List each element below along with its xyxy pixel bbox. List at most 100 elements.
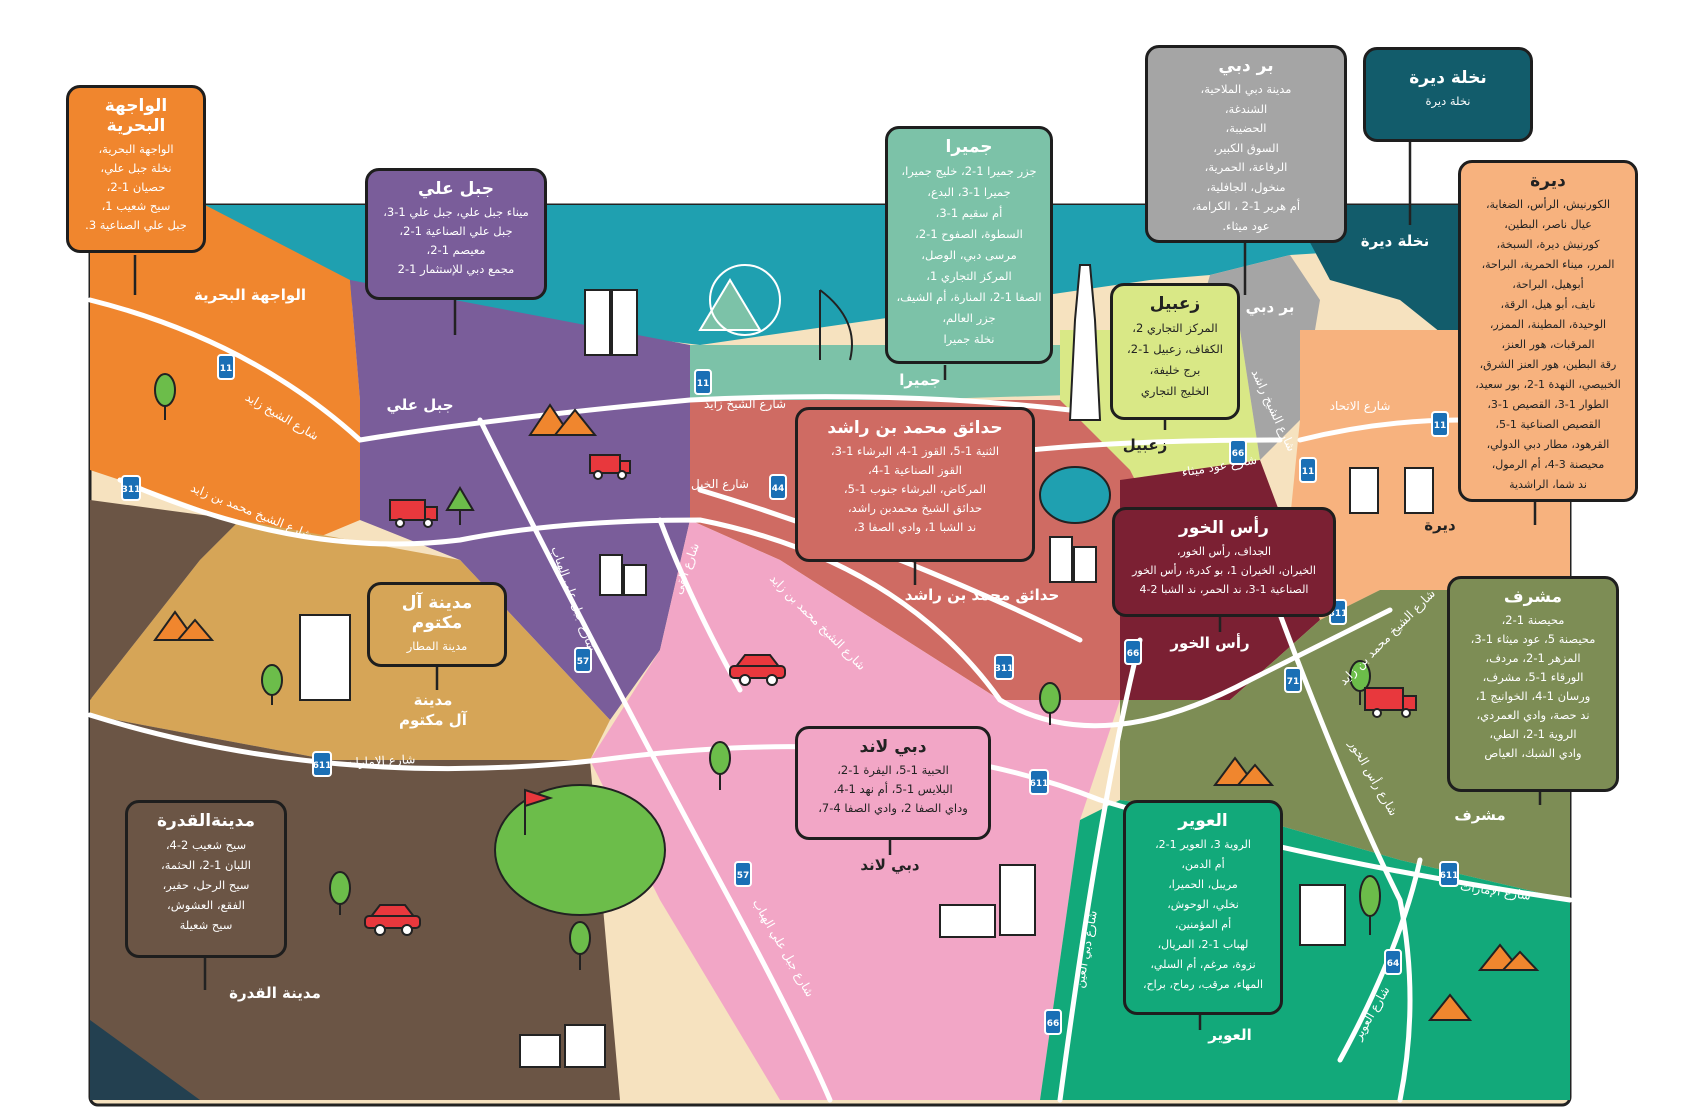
- card-dubailand: دبي لاند الحبية 1-5، اليفرة 1-2، البلايس…: [795, 726, 991, 840]
- mountains-icon: [1477, 943, 1540, 971]
- route-shield: 64: [1384, 949, 1402, 975]
- card-item: مجمع دبي للإستثمار 1-2: [397, 262, 515, 276]
- card-item: جبل علي الصناعية 3.: [85, 218, 187, 232]
- building-icon: [999, 864, 1346, 946]
- card-item: الخليج التجاري: [1140, 384, 1210, 398]
- card-mbr-gardens: حدائق محمد بن راشد الثنية 1-5، القوز 1-4…: [795, 407, 1035, 562]
- card-item: الكفاف، زعبيل 1-2،: [1127, 342, 1223, 356]
- map-label-jumeirah: جميرا: [899, 371, 940, 389]
- card-title: الواجهة البحرية: [104, 96, 168, 136]
- building-icon: [299, 614, 351, 701]
- card-item: أم المؤمنين،: [1174, 918, 1232, 931]
- route-shield-number: 71: [1287, 677, 1300, 687]
- route-shield-number: 57: [737, 871, 750, 881]
- card-title: زعبيل: [1149, 294, 1201, 314]
- card-item: رقة البطين، هور العنز الشرق،: [1479, 358, 1617, 371]
- tree-icon: [1039, 682, 1061, 725]
- card-item: جميرا 1-3، البدع،: [927, 185, 1011, 199]
- route-shield: 57: [574, 647, 592, 673]
- tree-icon: [261, 664, 283, 705]
- card-title: مدينة آل مكتوم: [401, 593, 473, 633]
- route-shield-number: 311: [995, 664, 1014, 674]
- card-item: سيح الرحل، حفير،: [162, 878, 250, 892]
- route-shield-number: 611: [313, 761, 332, 771]
- card-item: المركز التجاري 2،: [1132, 321, 1218, 335]
- map-label-maktoum-1: مدينة: [414, 691, 453, 709]
- card-item: المرر، ميناء الحمرية، البراحة،: [1481, 258, 1615, 271]
- road-label: شارع الإمارات: [344, 752, 416, 771]
- card-item: الصفا 1-2، المنارة، أم الشيف،: [896, 290, 1042, 304]
- card-item: الخبيصي، النهدة 1-2، بور سعيد،: [1475, 378, 1621, 391]
- card-item: الحضيبة،: [1225, 121, 1267, 135]
- road-label: شارع الاتحاد: [1330, 399, 1391, 414]
- car-icon: [364, 904, 421, 936]
- building-icon: [939, 904, 996, 938]
- card-item: نايف، أبو هيل، الرقة،: [1500, 298, 1596, 311]
- burj-khalifa-icon: [1068, 264, 1102, 421]
- route-shield: 311: [121, 475, 141, 501]
- card-title: جبل علي: [417, 179, 495, 199]
- map-label-jebel-ali: جبل علي: [386, 396, 453, 414]
- mountains-icon: [528, 403, 598, 436]
- zabeel-lake: [1039, 466, 1111, 524]
- route-shield-number: 11: [697, 379, 710, 389]
- palm-jumeirah-icon: [698, 264, 781, 336]
- building-icon: [1349, 467, 1434, 514]
- tree-icon: [154, 373, 176, 420]
- card-item: الجداف، رأس الخور،: [1176, 545, 1272, 558]
- card-item: المركاض، البرشاء جنوب 1-5،: [843, 482, 987, 496]
- card-item: الشندغة،: [1224, 101, 1268, 116]
- route-shield-number: 66: [1127, 649, 1140, 659]
- card-item: نخلي، الوحوش،: [1167, 898, 1239, 911]
- route-shield: 611: [312, 751, 332, 777]
- card-item: المرقبات، هور العنز،: [1501, 338, 1595, 351]
- card-item: الثنية 1-5، القوز 1-4، البرشاء 1-3،: [830, 444, 1000, 458]
- card-item: جزر جميرا 1-2، خليج جميرا،: [901, 164, 1037, 178]
- route-shield-number: 11: [220, 364, 233, 374]
- route-shield: 57: [734, 861, 752, 887]
- route-shield-number: 66: [1232, 449, 1245, 459]
- card-title: دبي لاند: [859, 737, 927, 757]
- card-item: الفقع، العشوش،: [166, 898, 246, 912]
- card-item: مدينة المطار: [406, 639, 468, 653]
- card-bur-dubai: بر دبي مدينة دبي الملاحية، الشندغة، الحض…: [1145, 45, 1347, 243]
- route-shield: 611: [1439, 861, 1459, 887]
- map-label-deira: ديرة: [1424, 516, 1456, 534]
- card-item: الرفاعة، الحمرية،: [1204, 160, 1288, 174]
- card-item: وادي الشبك، العياص: [1484, 746, 1582, 760]
- route-shield-number: 611: [1440, 871, 1459, 881]
- road-label: شارع الخيل: [691, 477, 749, 492]
- map-label-bur-dubai: بر دبي: [1246, 298, 1295, 316]
- roads: [87, 297, 1573, 1103]
- card-item: الورقاء 1-5، مشرف،: [1482, 670, 1584, 684]
- map-label-awir: العوير: [1207, 1026, 1252, 1044]
- card-item: سيح شعيلة: [179, 918, 233, 932]
- card-item: نخلة جميرا: [943, 332, 995, 346]
- card-title: العوير: [1178, 811, 1228, 831]
- route-shield: 11: [1299, 457, 1317, 483]
- card-ras-al-khor: رأس الخور الجداف، رأس الخور، الخيران، ال…: [1112, 507, 1336, 617]
- route-shield-number: 44: [772, 484, 785, 494]
- building-icon: [599, 554, 647, 596]
- card-item: السطوة، الصفوح 1-2،: [915, 227, 1023, 241]
- tree-icon: [329, 871, 351, 915]
- decorations: [153, 264, 1540, 1068]
- route-shield: 311: [994, 654, 1014, 680]
- card-item: الطوار 1-3، القصيص 1-3،: [1487, 398, 1609, 411]
- golf-course: [494, 784, 666, 916]
- road-ras-al-khor: [1257, 557, 1413, 1103]
- car-icon: [729, 654, 786, 686]
- card-item: ند حصة، وادي العمردي،: [1476, 708, 1590, 722]
- card-item: لهباب 1-2، المريال،: [1157, 938, 1249, 951]
- card-item: ورسان 1-4، الخوانيج 1،: [1475, 689, 1591, 703]
- card-item: معيصم 1-2،: [426, 243, 486, 257]
- building-icon: [584, 289, 638, 356]
- card-item: سيح شعيب 2-4،: [165, 838, 247, 852]
- route-shield-number: 64: [1387, 959, 1400, 969]
- card-item: الكورنيش، الرأس، الضغاية،: [1485, 198, 1611, 211]
- card-jebel-ali: جبل علي ميناء جبل علي، جبل علي 1-3، جبل …: [365, 168, 547, 300]
- card-title: مدينةالقدرة: [156, 811, 256, 831]
- region-labels: الواجهة البحرية جبل علي جميرا بر دبي نخل…: [194, 232, 1506, 1044]
- building-icon: [519, 1024, 606, 1068]
- card-deira: ديرة الكورنيش، الرأس، الضغاية، عيال ناصر…: [1458, 160, 1638, 502]
